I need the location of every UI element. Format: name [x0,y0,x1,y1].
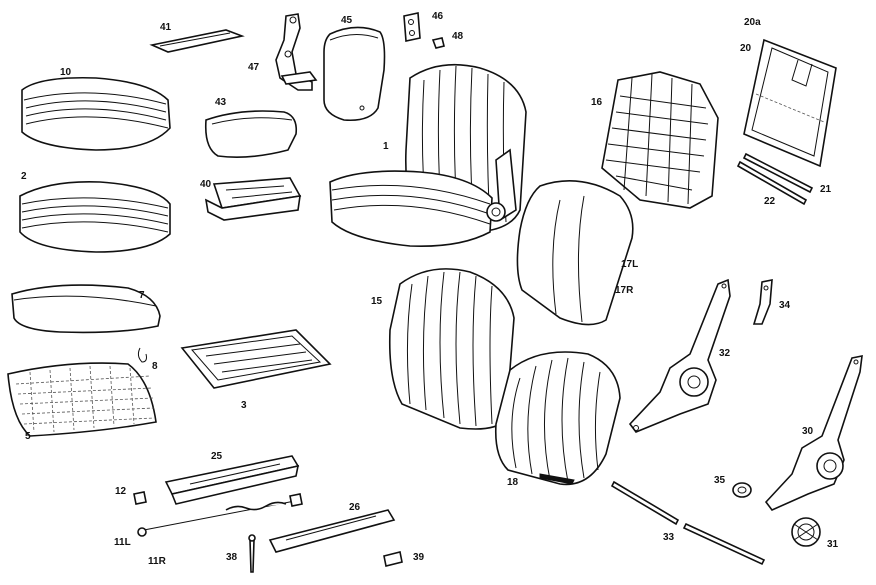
part-25-slide-rail [164,455,300,505]
label-3: 3 [241,400,247,411]
label-41: 41 [160,22,172,33]
part-38-pin [248,534,256,573]
label-7: 7 [139,290,145,301]
part-48-nut [431,37,445,49]
part-33-rod [610,480,766,566]
label-31: 31 [827,539,839,550]
part-2-seat-cushion [19,180,171,253]
label-16: 16 [591,97,603,108]
part-12-cap [133,491,147,505]
part-17-back-cover [516,180,634,326]
label-33: 33 [663,532,675,543]
label-43: 43 [215,97,227,108]
part-8-clip [137,347,147,363]
part-7-foam-pad [11,284,161,334]
label-32: 32 [719,348,731,359]
part-10-seat-cushion [21,76,171,151]
part-20-backing-board [743,38,837,168]
label-12: 12 [115,486,127,497]
label-22: 22 [764,196,776,207]
part-21-strip [742,152,814,194]
label-38: 38 [226,552,238,563]
part-34-bracket [752,279,773,325]
part-41-pad [149,29,245,53]
part-30-recliner [764,354,863,511]
part-39-clip [383,551,403,567]
part-1-complete-seat [329,63,527,248]
label-10: 10 [60,67,72,78]
part-46-plate [403,12,421,42]
part-32-recliner [628,278,731,433]
label-11L: 11L [114,537,131,548]
part-47-hinge-bracket [275,13,318,91]
label-45: 45 [341,15,353,26]
label-25: 25 [211,451,223,462]
part-40-tray [204,177,302,221]
label-2: 2 [21,171,27,182]
label-34: 34 [779,300,791,311]
part-5-spring-mat [7,362,157,437]
label-18: 18 [507,477,519,488]
part-26-slide-rail [268,509,396,553]
label-1: 1 [383,141,389,152]
label-35: 35 [714,475,726,486]
part-11-cable [137,493,303,537]
label-30: 30 [802,426,814,437]
part-3-seat-pan [180,329,332,389]
label-20a: 20a [744,17,761,28]
part-45-cushion [323,26,386,122]
label-17L: 17L [621,259,639,270]
label-8: 8 [152,361,158,372]
part-22-strip [736,160,808,206]
label-26: 26 [349,502,361,513]
label-47: 47 [248,62,260,73]
label-21: 21 [820,184,832,195]
part-18-backrest-rear [494,351,621,486]
label-17R: 17R [615,285,634,296]
label-39: 39 [413,552,425,563]
label-46: 46 [432,11,444,22]
label-15: 15 [371,296,383,307]
label-40: 40 [200,179,212,190]
label-48: 48 [452,31,464,42]
part-15-backrest [388,268,515,430]
part-16-spring-frame [601,71,719,209]
label-5: 5 [25,431,31,442]
part-31-knob [791,517,821,547]
label-20: 20 [740,43,752,54]
label-11R: 11R [148,556,166,567]
part-35-bushing [732,482,752,498]
part-43-cushion [204,110,298,158]
